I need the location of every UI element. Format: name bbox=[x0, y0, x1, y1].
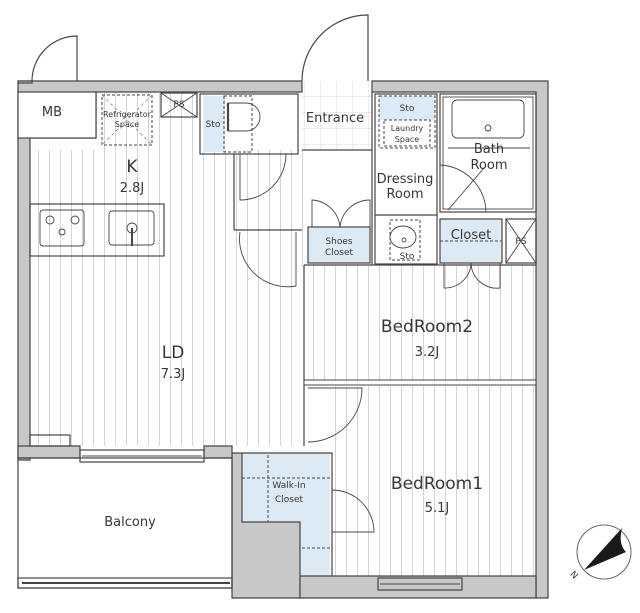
laundry-label-1: Laundry bbox=[391, 124, 424, 133]
walkin-label-1: Walk-In bbox=[272, 481, 305, 491]
closet-label: Closet bbox=[451, 228, 492, 243]
balcony-label: Balcony bbox=[104, 515, 156, 530]
toilet-storage bbox=[203, 96, 225, 152]
refrigerator-label-2: Space bbox=[115, 120, 139, 129]
interior-lines bbox=[17, 14, 537, 591]
bath-name-1: Bath bbox=[474, 142, 504, 157]
shoes-closet-label-2: Closet bbox=[325, 248, 354, 258]
bedroom2-floor bbox=[306, 265, 536, 381]
walkin-closet-area bbox=[242, 453, 330, 576]
ps-right-label: PS bbox=[515, 237, 526, 247]
shoes-closet-area bbox=[308, 227, 370, 263]
stove-burners-icon bbox=[45, 215, 80, 236]
dressing-name-1: Dressing bbox=[377, 172, 434, 187]
refrigerator-label-1: Refrigerator bbox=[103, 110, 152, 119]
ld-name: LD bbox=[162, 343, 185, 363]
sto-dressing-bottom-label: Sto bbox=[400, 252, 415, 262]
kitchen-name: K bbox=[126, 157, 138, 177]
sto-toilet-label: Sto bbox=[206, 120, 221, 130]
north-label: N bbox=[567, 570, 579, 582]
bath-name-2: Room bbox=[470, 158, 507, 173]
entrance-floor bbox=[302, 82, 372, 150]
bedroom1-name: BedRoom1 bbox=[391, 474, 483, 494]
washbasin-icon bbox=[389, 225, 417, 249]
walkin-label-2: Closet bbox=[275, 495, 304, 505]
hall-floor bbox=[236, 150, 308, 266]
compass-needle-icon bbox=[584, 528, 626, 570]
toilet-icon bbox=[227, 102, 261, 132]
mb-label: MB bbox=[42, 105, 62, 120]
shoes-closet-label-1: Shoes bbox=[325, 237, 352, 247]
window-ld bbox=[79, 449, 205, 463]
floor-areas bbox=[30, 82, 536, 576]
bedroom2-name: BedRoom2 bbox=[381, 317, 473, 337]
mb-box bbox=[17, 91, 97, 139]
entrance-label: Entrance bbox=[306, 111, 364, 126]
dressing-name-2: Room bbox=[386, 187, 423, 202]
laundry-label-2: Space bbox=[395, 135, 419, 144]
kitchen-floor bbox=[96, 93, 196, 153]
bedroom2-size: 3.2J bbox=[415, 345, 440, 360]
dressing-storage bbox=[379, 96, 435, 120]
bathtub-icon bbox=[451, 99, 525, 139]
ld-size: 7.3J bbox=[161, 367, 186, 382]
room-labels: MB Refrigerator Space PS Sto K 2.8J Entr… bbox=[42, 100, 527, 530]
compass: N bbox=[567, 524, 632, 582]
kitchen-counter bbox=[29, 203, 165, 257]
bedroom1-size: 5.1J bbox=[425, 501, 450, 516]
ps-top-label: PS bbox=[173, 100, 184, 110]
window-bedroom1 bbox=[377, 577, 463, 591]
sto-dressing-top-label: Sto bbox=[400, 104, 415, 114]
kitchen-size: 2.8J bbox=[120, 181, 145, 196]
bedroom1-floor bbox=[332, 386, 536, 576]
